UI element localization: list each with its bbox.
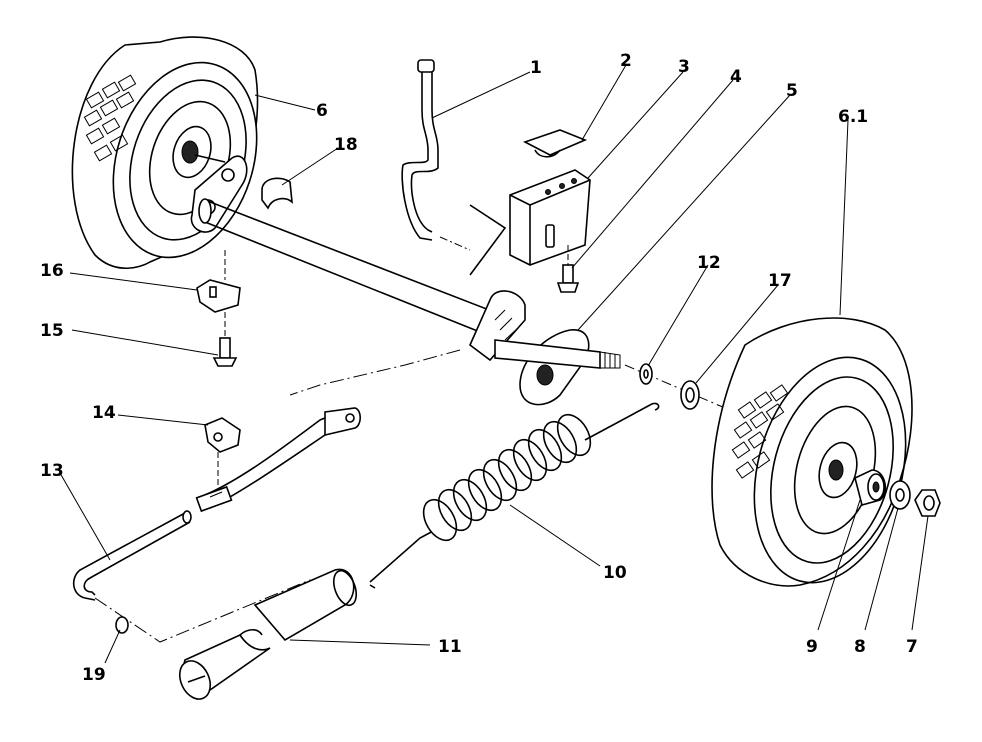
right-wheel <box>711 317 913 587</box>
part-1-rod <box>401 59 471 251</box>
part-19-washer <box>115 616 129 634</box>
axle-tube <box>198 198 516 341</box>
label-17: 17 <box>768 271 792 291</box>
part-7-nut <box>914 489 941 517</box>
label-3: 3 <box>678 57 690 77</box>
label-2: 2 <box>620 51 632 71</box>
right-tread-blocks <box>731 384 789 479</box>
part-11-grip <box>178 568 358 700</box>
part-3-bracket <box>469 169 591 276</box>
label-6-1: 6.1 <box>838 107 868 127</box>
right-bracket <box>519 329 590 406</box>
adjuster-plate <box>469 290 526 362</box>
part-15-screw <box>212 337 238 367</box>
part-18-clip <box>261 177 293 210</box>
part-14-clip <box>204 417 241 485</box>
label-13: 13 <box>40 461 64 481</box>
label-1: 1 <box>530 58 542 78</box>
label-4: 4 <box>730 67 742 87</box>
label-19: 19 <box>82 665 106 685</box>
part-9-spacer <box>854 469 887 506</box>
part-8-washer <box>889 480 911 510</box>
part-16-block <box>196 250 241 338</box>
label-7: 7 <box>906 637 918 657</box>
part-17-washer <box>680 380 700 410</box>
part-10-spring <box>369 402 660 589</box>
callout-labels: 1 2 3 4 5 6 6.1 7 8 9 10 11 12 13 14 15 … <box>40 51 918 685</box>
label-15: 15 <box>40 321 64 341</box>
label-10: 10 <box>603 563 627 583</box>
part-2-clip <box>522 129 588 158</box>
label-6: 6 <box>316 101 328 121</box>
label-8: 8 <box>854 637 866 657</box>
label-16: 16 <box>40 261 64 281</box>
leader-lines <box>59 64 929 664</box>
label-5: 5 <box>786 81 798 101</box>
linkage-rod <box>195 407 362 513</box>
label-9: 9 <box>806 637 818 657</box>
label-12: 12 <box>697 253 721 273</box>
part-12-washer <box>639 363 653 385</box>
label-11: 11 <box>438 637 462 657</box>
part-4-screw <box>556 245 580 293</box>
label-14: 14 <box>92 403 116 423</box>
left-tread-blocks <box>83 74 137 162</box>
label-18: 18 <box>334 135 358 155</box>
